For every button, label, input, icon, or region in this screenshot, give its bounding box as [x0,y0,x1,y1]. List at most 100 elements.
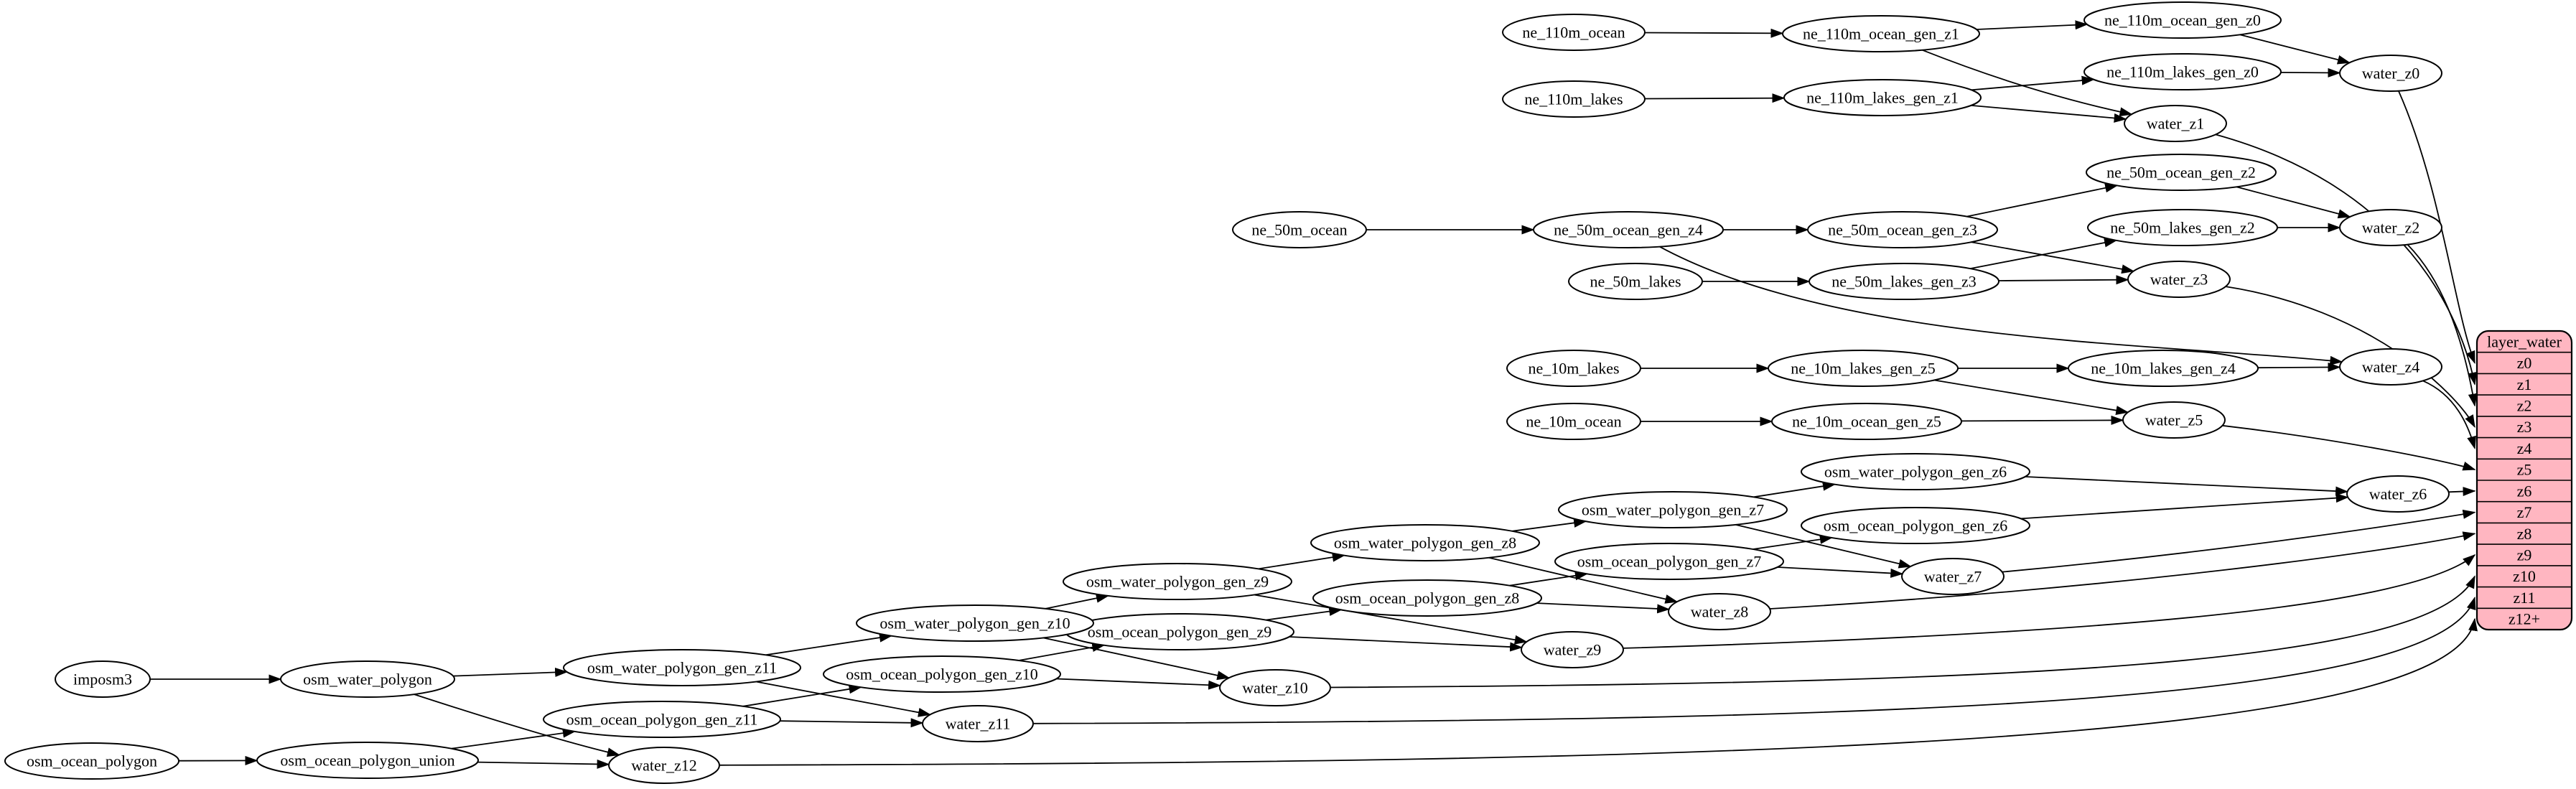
node-ellipse-ne_50m_ocean_gen_z3 [1807,211,1998,248]
edge-osm_ocean_polygon_gen_z8-to-water_z8 [1536,602,1671,614]
edge-osm_ocean_polygon_gen_z9-to-water_z9 [1289,636,1523,652]
node-label-ne_110m_lakes: ne_110m_lakes [1524,90,1623,108]
node-label-ne_110m_lakes_gen_z1: ne_110m_lakes_gen_z1 [1806,88,1959,106]
node-ne_50m_lakes_gen_z2: ne_50m_lakes_gen_z2 [2087,209,2278,246]
edge-osm_water_polygon_gen_z7-to-water_z7 [1735,524,1912,569]
node-ellipse-water_z1 [2124,105,2227,142]
node-label-ne_110m_ocean_gen_z1: ne_110m_ocean_gen_z1 [1803,24,1959,42]
node-label-osm_water_polygon_gen_z9: osm_water_polygon_gen_z9 [1086,572,1269,590]
node-ne_50m_lakes_gen_z3: ne_50m_lakes_gen_z3 [1809,263,1999,300]
node-label-water_z1: water_z1 [2147,114,2205,132]
layer-water-row-z3: z3 [2517,418,2532,436]
node-label-osm_water_polygon_gen_z8: osm_water_polygon_gen_z8 [1334,533,1516,551]
node-osm_water_polygon_gen_z11: osm_water_polygon_gen_z11 [563,649,801,686]
edge-osm_ocean_polygon_gen_z10-to-osm_ocean_polygon_gen_z9 [1018,643,1106,661]
node-ellipse-ne_50m_ocean_gen_z2 [2086,154,2277,191]
node-label-ne_50m_ocean: ne_50m_ocean [1251,220,1347,238]
node-label-water_z3: water_z3 [2150,270,2208,288]
edge-ne_50m_ocean_gen_z4-to-water_z4 [1659,246,2343,365]
edge-water_z7-to-layer_water-z7 [2002,509,2476,573]
node-osm_ocean_polygon_gen_z11: osm_ocean_polygon_gen_z11 [543,701,781,738]
node-label-ne_10m_lakes_gen_z4: ne_10m_lakes_gen_z4 [2091,359,2236,377]
edge-water_z5-to-layer_water-z5 [2222,424,2476,471]
node-label-osm_ocean_polygon_union: osm_ocean_polygon_union [280,751,454,769]
node-ne_110m_ocean: ne_110m_ocean [1502,14,1646,51]
node-label-water_z2: water_z2 [2362,218,2420,236]
node-ellipse-water_z9 [1521,631,1624,668]
layer-water-row-z8: z8 [2517,525,2532,543]
edge-ne_50m_ocean_gen_z3-to-water_z3 [1971,241,2135,274]
node-ne_10m_ocean_gen_z5: ne_10m_ocean_gen_z5 [1771,403,1962,440]
node-ne_50m_ocean_gen_z2: ne_50m_ocean_gen_z2 [2086,154,2277,191]
edge-osm_ocean_polygon_gen_z7-to-water_z7 [1777,566,1904,578]
node-ellipse-ne_10m_ocean [1506,403,1641,440]
node-water_z4: water_z4 [2339,348,2442,386]
node-label-ne_110m_ocean_gen_z0: ne_110m_ocean_gen_z0 [2104,11,2261,29]
node-ne_10m_lakes: ne_10m_lakes [1506,350,1641,387]
node-water_z1: water_z1 [2124,105,2227,142]
edge-ne_110m_ocean_gen_z1-to-ne_110m_ocean_gen_z0 [1976,20,2089,30]
node-ellipse-ne_50m_lakes_gen_z3 [1809,263,1999,300]
node-ellipse-water_z2 [2339,209,2442,246]
node-ellipse-osm_water_polygon [280,660,455,698]
node-water_z3: water_z3 [2127,261,2231,298]
node-ellipse-ne_50m_ocean [1232,211,1367,248]
node-osm_water_polygon_gen_z9: osm_water_polygon_gen_z9 [1063,563,1292,600]
edge-water_z8-to-layer_water-z8 [1770,531,2476,610]
node-ellipse-osm_water_polygon_gen_z7 [1558,491,1788,528]
edge-osm_ocean_polygon_gen_z9-to-osm_ocean_polygon_gen_z8 [1266,607,1343,621]
node-label-ne_50m_ocean_gen_z3: ne_50m_ocean_gen_z3 [1828,220,1977,238]
node-label-ne_10m_lakes: ne_10m_lakes [1528,359,1619,377]
node-label-ne_110m_ocean: ne_110m_ocean [1522,23,1625,41]
node-osm_ocean_polygon_gen_z10: osm_ocean_polygon_gen_z10 [823,655,1061,693]
edge-osm_water_polygon_gen_z9-to-water_z9 [1254,594,1528,645]
node-ellipse-water_z12 [608,747,720,784]
edge-water_z1-to-layer_water-z1 [2215,134,2478,386]
edge-water_z2-to-layer_water-z2 [2407,243,2478,407]
node-label-water_z9: water_z9 [1544,640,1602,658]
edge-osm_ocean_polygon_gen_z6-to-water_z6 [2020,493,2349,520]
edge-osm_water_polygon_gen_z7-to-osm_water_polygon_gen_z6 [1753,481,1836,498]
node-ellipse-ne_10m_ocean_gen_z5 [1771,403,1962,440]
node-ellipse-osm_ocean_polygon_gen_z7 [1554,543,1784,580]
node-water_z6: water_z6 [2346,475,2450,513]
edge-osm_ocean_polygon_gen_z7-to-osm_ocean_polygon_gen_z6 [1753,534,1833,550]
node-label-water_z0: water_z0 [2362,64,2420,82]
edge-ne_50m_ocean_gen_z3-to-ne_50m_ocean_gen_z2 [1966,183,2119,218]
node-ne_10m_lakes_gen_z4: ne_10m_lakes_gen_z4 [2068,350,2259,387]
node-label-water_z5: water_z5 [2145,411,2203,429]
node-ellipse-water_z4 [2339,348,2442,386]
layer-water-row-z1: z1 [2517,375,2532,393]
edge-ne_110m_lakes-to-ne_110m_lakes_gen_z1 [1644,93,1786,103]
node-label-water_z8: water_z8 [1691,602,1749,620]
node-water_z12: water_z12 [608,747,720,784]
node-label-osm_water_polygon_gen_z10: osm_water_polygon_gen_z10 [879,614,1070,632]
node-water_z0: water_z0 [2339,55,2442,92]
edge-water_z4-to-layer_water-z4 [2422,380,2476,449]
edge-osm_ocean_polygon_gen_z10-to-water_z10 [1056,678,1222,690]
node-ellipse-water_z7 [1901,558,2005,595]
node-ne_50m_ocean_gen_z3: ne_50m_ocean_gen_z3 [1807,211,1998,248]
node-water_z5: water_z5 [2122,401,2226,439]
node-label-osm_ocean_polygon_gen_z10: osm_ocean_polygon_gen_z10 [846,665,1038,683]
node-water_z2: water_z2 [2339,209,2442,246]
node-label-osm_water_polygon_gen_z6: osm_water_polygon_gen_z6 [1824,462,2007,480]
node-water_z11: water_z11 [922,705,1034,742]
layer-water-row-z12plus: z12+ [2509,610,2540,628]
node-ellipse-osm_water_polygon_gen_z11 [563,649,801,686]
node-imposm3: imposm3 [55,660,151,698]
node-ne_110m_lakes_gen_z0: ne_110m_lakes_gen_z0 [2083,53,2282,90]
node-label-ne_50m_ocean_gen_z4: ne_50m_ocean_gen_z4 [1554,220,1703,238]
edge-osm_water_polygon_gen_z10-to-water_z10 [1042,637,1231,681]
node-ellipse-osm_ocean_polygon_gen_z6 [1801,507,2030,544]
node-ne_10m_lakes_gen_z5: ne_10m_lakes_gen_z5 [1768,350,1959,387]
edge-ne_110m_lakes_gen_z1-to-water_z1 [1971,105,2127,123]
node-ellipse-water_z6 [2346,475,2450,513]
node-label-osm_ocean_polygon: osm_ocean_polygon [27,752,157,770]
edge-ne_50m_lakes_gen_z3-to-ne_50m_lakes_gen_z2 [1970,238,2118,269]
node-ne_50m_ocean_gen_z4: ne_50m_ocean_gen_z4 [1533,211,1724,248]
edge-osm_water_polygon_gen_z10-to-osm_water_polygon_gen_z9 [1045,593,1109,610]
edge-osm_ocean_polygon_union-to-osm_ocean_polygon_gen_z11 [451,728,576,750]
node-label-osm_ocean_polygon_gen_z6: osm_ocean_polygon_gen_z6 [1824,516,2008,534]
